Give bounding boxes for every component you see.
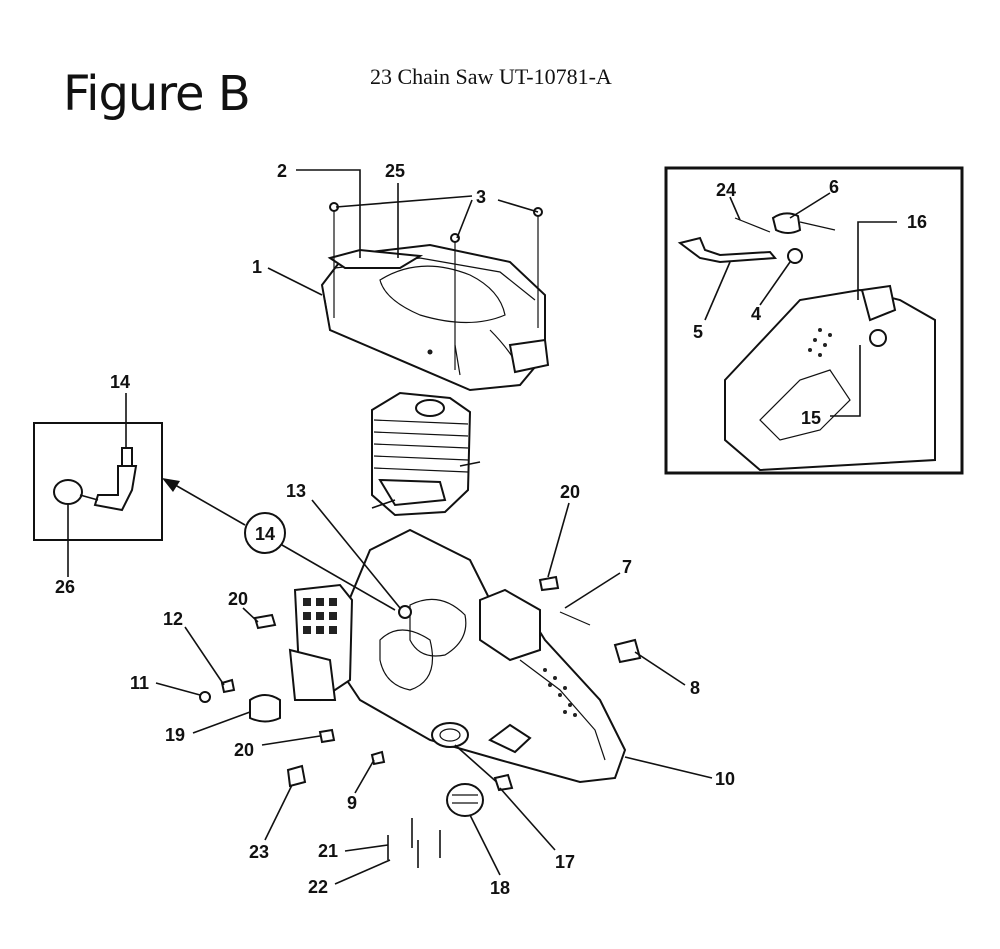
callout-circle-14: [244, 512, 286, 554]
callout-9: 9: [347, 793, 357, 813]
callout-18: 18: [490, 878, 510, 898]
callout-6: 6: [829, 177, 839, 197]
figure-subtitle: 23 Chain Saw UT-10781-A: [370, 64, 612, 89]
callout-24: 24: [716, 180, 736, 200]
caps-drawing: [431, 722, 514, 817]
figure-title: Figure B: [63, 66, 251, 122]
callout-20-right: 20: [560, 482, 580, 502]
callout-25: 25: [385, 161, 405, 181]
callout-8: 8: [690, 678, 700, 698]
callout-10: 10: [715, 769, 735, 789]
callout-2: 2: [277, 161, 287, 181]
cover-screws-drawing: [329, 202, 543, 370]
callout-21: 21: [318, 841, 338, 861]
callout-7: 7: [622, 557, 632, 577]
fuel-line-inset-frame: [33, 422, 163, 541]
crankcase-drawing: [338, 528, 627, 784]
callout-26: 26: [55, 577, 75, 597]
callout-19: 19: [165, 725, 185, 745]
top-cover-drawing: [320, 243, 550, 392]
callout-5: 5: [693, 322, 703, 342]
callout-1: 1: [252, 257, 262, 277]
callout-23: 23: [249, 842, 269, 862]
callout-15: 15: [801, 408, 821, 428]
fuel-line-inset-drawing: [53, 447, 138, 512]
callout-4: 4: [751, 304, 761, 324]
handle-inset-drawing: [677, 212, 936, 472]
callout-12: 12: [163, 609, 183, 629]
cylinder-drawing: [371, 391, 481, 517]
callout-13: 13: [286, 481, 306, 501]
callout-20-left: 20: [228, 589, 248, 609]
callout-labels: 1 2 3 4 5 6 7 8 9 10 11 12 13 14 14 15 1…: [55, 161, 927, 898]
callout-22: 22: [308, 877, 328, 897]
callout-11: 11: [130, 673, 149, 693]
callout-17: 17: [555, 852, 575, 872]
leader-lines: [67, 169, 897, 885]
callout-16: 16: [907, 212, 927, 232]
mount-bolts-drawing: [387, 818, 441, 868]
callout-3: 3: [476, 187, 486, 207]
carb-plate-drawing: [288, 583, 354, 702]
callout-14-inset: 14: [110, 372, 130, 392]
callout-14-circle: 14: [255, 524, 275, 544]
callout-20-lower: 20: [234, 740, 254, 760]
